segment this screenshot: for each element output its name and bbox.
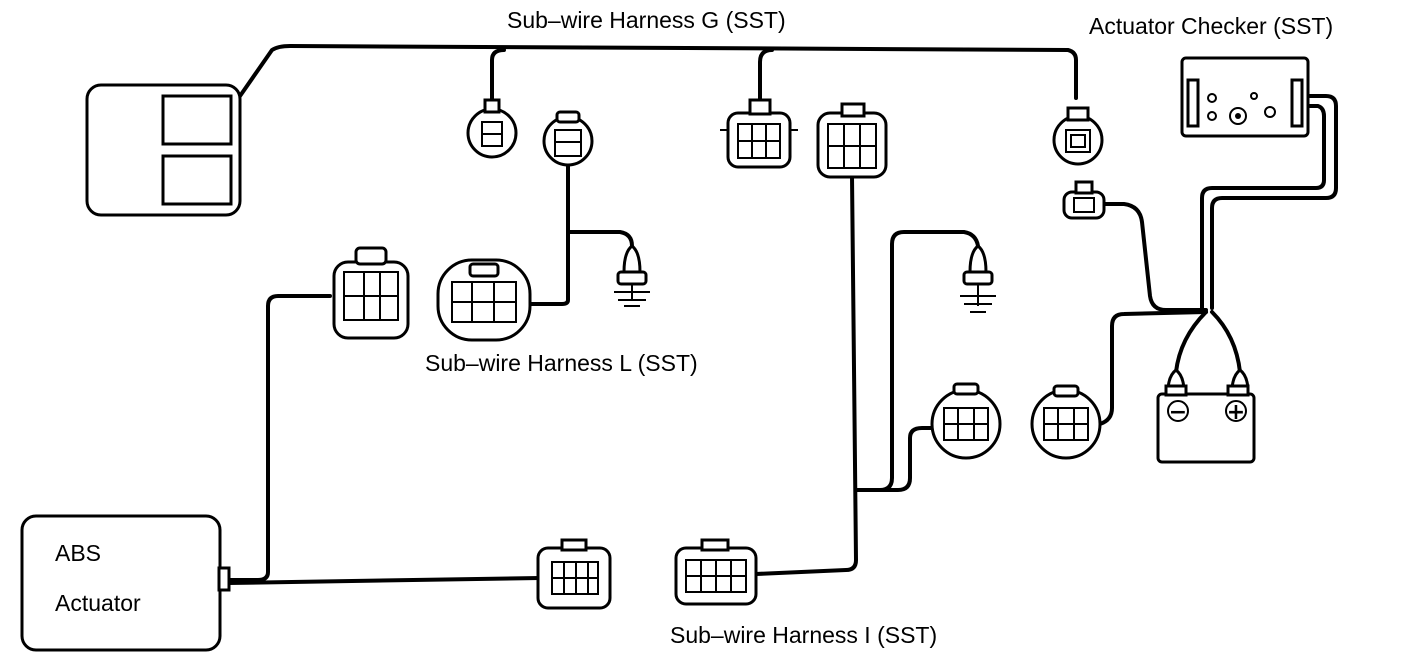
harness-i-connector-bottom [674, 538, 758, 606]
battery-negative-lead [1174, 310, 1208, 374]
abs-actuator-label-line2: Actuator [55, 590, 141, 616]
harness-i-junction-wire [854, 230, 980, 492]
harness-g-label: Sub–wire Harness G (SST) [507, 7, 786, 33]
harness-g-connector-mid [720, 98, 798, 169]
harness-l-connector-round-large [436, 258, 532, 342]
harness-g-trunk-wire [238, 44, 1078, 100]
checker-connector-wire [1098, 310, 1208, 426]
harness-i-connector-top [816, 102, 888, 179]
checker-connector-round [1030, 384, 1102, 460]
checker-small-connector [1062, 180, 1106, 220]
harness-g-branch-wire-1 [490, 48, 506, 102]
abs-to-harness-i-wire [226, 576, 542, 585]
wires [226, 44, 1338, 585]
harness-i-branch-wire [870, 426, 936, 492]
harness-l-label: Sub–wire Harness L (SST) [425, 350, 698, 376]
abs-actuator [20, 514, 231, 652]
ground-terminal-left [614, 244, 650, 307]
checker-cable-inner [1200, 104, 1326, 310]
harness-l-connector-abs [332, 246, 410, 340]
ground-terminal-right [960, 244, 996, 313]
harness-i-label: Sub–wire Harness I (SST) [670, 622, 938, 648]
battery-minus-sign: − [1169, 400, 1187, 425]
ecu-unit [85, 83, 242, 217]
harness-g-connector-round-1 [466, 98, 518, 159]
actuator-checker [1180, 56, 1310, 138]
harness-i-vertical-wire [754, 174, 858, 576]
harness-i-connector-abs [536, 538, 612, 610]
harness-g-branch-wire-2 [758, 48, 774, 102]
harness-l-wire [528, 164, 570, 306]
checker-cable-outer [1210, 94, 1338, 310]
harness-g-connector-round-right [1052, 106, 1104, 166]
harness-l-connector-round-top [542, 110, 594, 167]
harness-l-abs-wire [226, 294, 332, 582]
harness-l-ground-wire [566, 230, 634, 248]
checker-small-connector-wire [1102, 202, 1208, 312]
battery-plus-sign: + [1227, 400, 1245, 425]
harness-i-connector-round-mid [930, 382, 1002, 460]
actuator-checker-label: Actuator Checker (SST) [1089, 13, 1334, 39]
battery-positive-lead [1210, 310, 1242, 374]
abs-actuator-label-line1: ABS [55, 540, 102, 566]
battery [1156, 368, 1256, 464]
